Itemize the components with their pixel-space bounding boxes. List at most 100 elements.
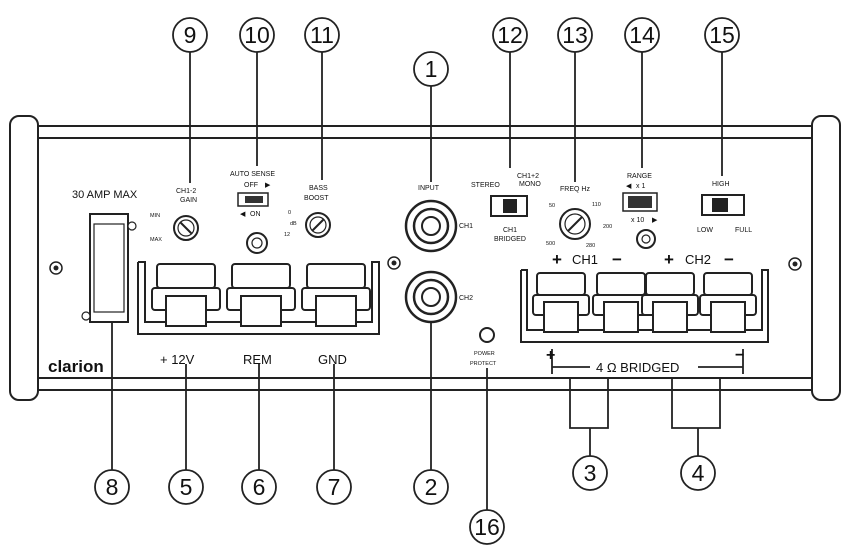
power-terminal-block — [137, 261, 380, 335]
svg-text:AUTO SENSE: AUTO SENSE — [230, 171, 275, 178]
svg-text:13: 13 — [562, 22, 588, 48]
frequency-knob[interactable]: FREQ Hz 50 110 200 280 500 — [546, 186, 612, 249]
svg-text:3: 3 — [584, 460, 597, 486]
svg-text:ON: ON — [250, 211, 261, 218]
svg-text:6: 6 — [253, 474, 266, 500]
callout-8 — [94, 469, 130, 505]
svg-text:+: + — [546, 347, 555, 364]
rca-input-ch1[interactable]: INPUT CH1 — [404, 185, 473, 253]
callout-2 — [413, 469, 449, 505]
svg-text:CH1-2: CH1-2 — [176, 188, 196, 195]
callout-14 — [624, 17, 660, 53]
svg-text:◀: ◀ — [240, 211, 246, 218]
svg-text:MONO: MONO — [519, 181, 541, 188]
brand-logo: clarion — [48, 357, 104, 376]
ch1-out-label: CH1 — [572, 252, 598, 267]
mode-switch[interactable]: STEREO CH1+2 MONO CH1 BRIDGED — [471, 173, 541, 243]
bridged-label: 4 Ω BRIDGED — [596, 360, 679, 375]
terminal-ch2-minus — [699, 272, 757, 333]
svg-text:FULL: FULL — [735, 227, 752, 234]
ch2-plus: + — [664, 250, 674, 269]
terminal-ch1-plus — [532, 272, 590, 333]
speaker-terminal-block — [520, 269, 769, 343]
output-brackets — [569, 378, 721, 456]
auto-sense-switch[interactable]: AUTO SENSE OFF ▶ ◀ ON — [230, 171, 275, 254]
svg-text:5: 5 — [180, 474, 193, 500]
svg-text:110: 110 — [592, 202, 601, 208]
callout-numbers: 9 10 11 1 12 13 14 15 8 5 6 7 2 3 4 16 — [106, 22, 735, 540]
terminal-ch1-minus — [592, 272, 650, 333]
terminal-rem — [226, 263, 296, 327]
svg-text:▶: ▶ — [652, 217, 658, 224]
high-low-switch[interactable]: HIGH LOW FULL — [697, 181, 752, 234]
power-protect-led: POWER PROTECT — [470, 327, 497, 367]
svg-text:CH1: CH1 — [503, 227, 517, 234]
callout-10 — [239, 17, 275, 53]
svg-text:MIN: MIN — [150, 213, 160, 219]
ch1-minus: − — [612, 250, 622, 269]
fuse-holder: 30 AMP MAX — [72, 189, 138, 323]
svg-text:PROTECT: PROTECT — [470, 361, 497, 367]
callout-11 — [304, 17, 340, 53]
ch2-out-label: CH2 — [685, 252, 711, 267]
callout-13 — [557, 17, 593, 53]
svg-text:10: 10 — [244, 22, 270, 48]
svg-text:RANGE: RANGE — [627, 173, 652, 180]
svg-text:7: 7 — [328, 474, 341, 500]
svg-text:−: − — [735, 347, 744, 364]
label-12v: + 12V — [160, 352, 195, 367]
leader-lines — [111, 52, 723, 510]
svg-text:STEREO: STEREO — [471, 182, 500, 189]
amplifier-chassis — [9, 115, 841, 401]
callout-3 — [572, 455, 608, 491]
callout-15 — [704, 17, 740, 53]
callout-5 — [168, 469, 204, 505]
callout-7 — [316, 469, 352, 505]
label-rem: REM — [243, 352, 272, 367]
svg-text:x 10: x 10 — [631, 217, 644, 224]
callout-9 — [172, 17, 208, 53]
svg-text:dB: dB — [290, 221, 297, 227]
svg-text:BOOST: BOOST — [304, 195, 329, 202]
svg-text:11: 11 — [310, 22, 334, 48]
svg-text:500: 500 — [546, 241, 555, 247]
svg-text:CH1+2: CH1+2 — [517, 173, 539, 180]
svg-text:1: 1 — [425, 56, 438, 82]
svg-text:◀: ◀ — [626, 183, 632, 190]
svg-text:FREQ Hz: FREQ Hz — [560, 186, 590, 193]
svg-text:▶: ▶ — [265, 182, 271, 189]
amp-max-label: 30 AMP MAX — [72, 189, 138, 201]
bridged-indicator — [551, 349, 744, 374]
bass-boost-knob[interactable]: BASS BOOST 0 dB 12 — [284, 185, 331, 238]
callout-12 — [492, 17, 528, 53]
svg-text:CH2: CH2 — [459, 295, 473, 302]
svg-text:HIGH: HIGH — [712, 181, 730, 188]
svg-text:12: 12 — [497, 22, 523, 48]
ch1-plus: + — [552, 250, 562, 269]
range-switch[interactable]: RANGE ◀ x 1 x 10 ▶ — [622, 173, 658, 249]
svg-text:POWER: POWER — [474, 351, 495, 357]
svg-text:BRIDGED: BRIDGED — [494, 236, 526, 243]
terminal-12v — [151, 263, 221, 327]
mounting-screws — [49, 256, 802, 275]
svg-text:INPUT: INPUT — [418, 185, 440, 192]
svg-text:GAIN: GAIN — [180, 197, 197, 204]
label-gnd: GND — [318, 352, 347, 367]
svg-text:4: 4 — [692, 460, 705, 486]
callout-16 — [469, 509, 505, 545]
gain-knob[interactable]: CH1-2 GAIN MIN MAX — [150, 188, 199, 243]
svg-text:16: 16 — [474, 514, 500, 540]
svg-text:x 1: x 1 — [636, 183, 645, 190]
svg-text:8: 8 — [106, 474, 119, 500]
svg-text:9: 9 — [184, 22, 197, 48]
callout-circles — [94, 17, 740, 545]
svg-text:14: 14 — [629, 22, 655, 48]
terminal-gnd — [301, 263, 371, 327]
svg-text:15: 15 — [709, 22, 735, 48]
svg-text:OFF: OFF — [244, 182, 258, 189]
callout-4 — [680, 455, 716, 491]
svg-text:2: 2 — [425, 474, 438, 500]
svg-text:12: 12 — [284, 232, 290, 238]
terminal-ch2-plus — [641, 272, 699, 333]
